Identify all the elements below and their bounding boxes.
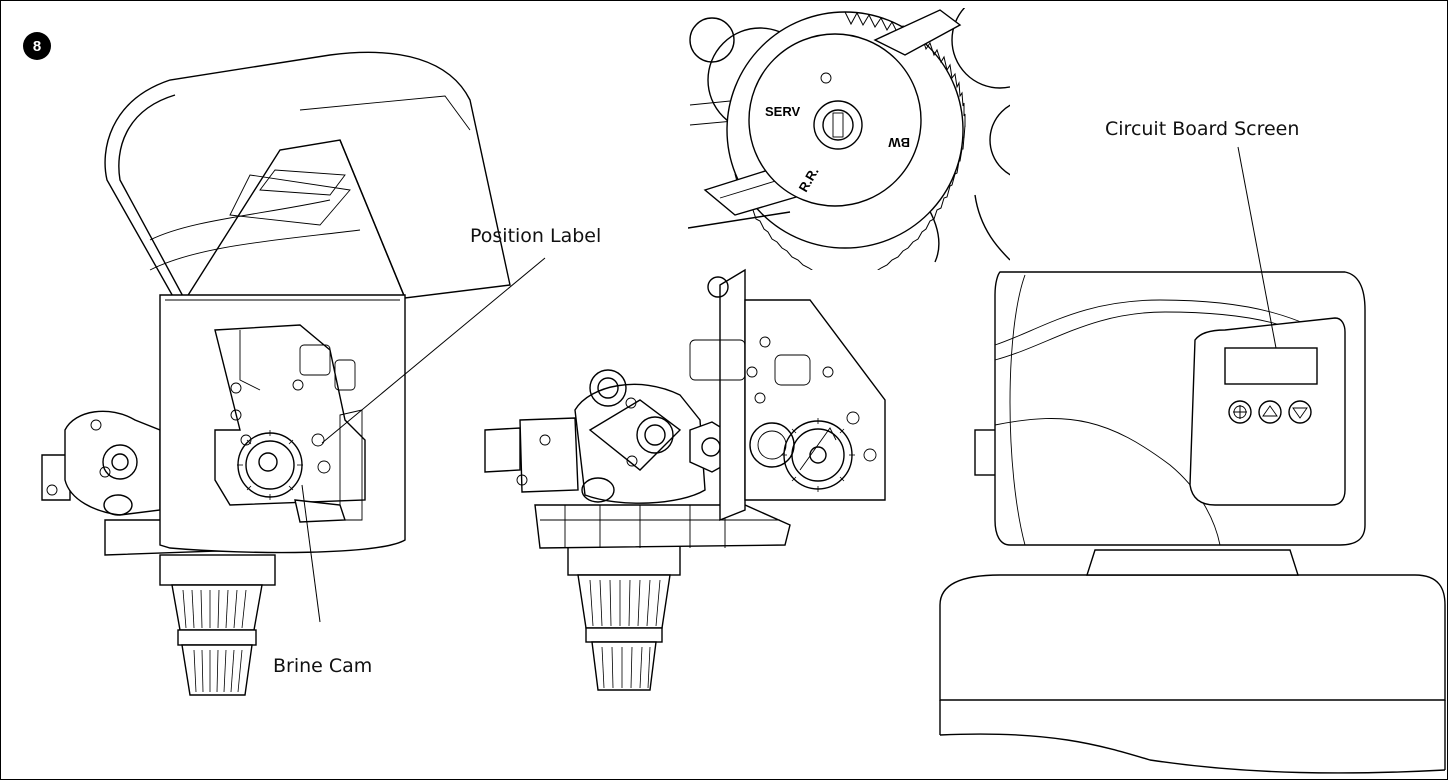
down-button[interactable]: [1288, 400, 1312, 424]
position-label-callout: Position Label: [470, 225, 601, 247]
cam-marking-serv: SERV: [765, 104, 800, 119]
step-number-badge: 8: [23, 32, 51, 60]
lcd-screen: [1224, 347, 1318, 385]
right-valve-closed-cover: [939, 271, 1446, 774]
center-valve-side-view: [484, 268, 886, 691]
brine-cam-callout: Brine Cam: [273, 655, 372, 677]
brine-cam-leader: [301, 484, 321, 623]
up-button[interactable]: [1258, 400, 1282, 424]
cam-marking-bw: BW: [888, 135, 910, 150]
step-number: 8: [33, 38, 41, 55]
circuit-board-screen-leader: [1237, 146, 1277, 349]
circuit-board-screen-callout: Circuit Board Screen: [1105, 118, 1299, 140]
settings-button[interactable]: [1228, 400, 1252, 424]
cam-closeup-detail: SERV R.R. BW: [688, 8, 1010, 270]
position-label-leader: [321, 257, 546, 444]
left-valve-open-cover: [41, 51, 511, 696]
